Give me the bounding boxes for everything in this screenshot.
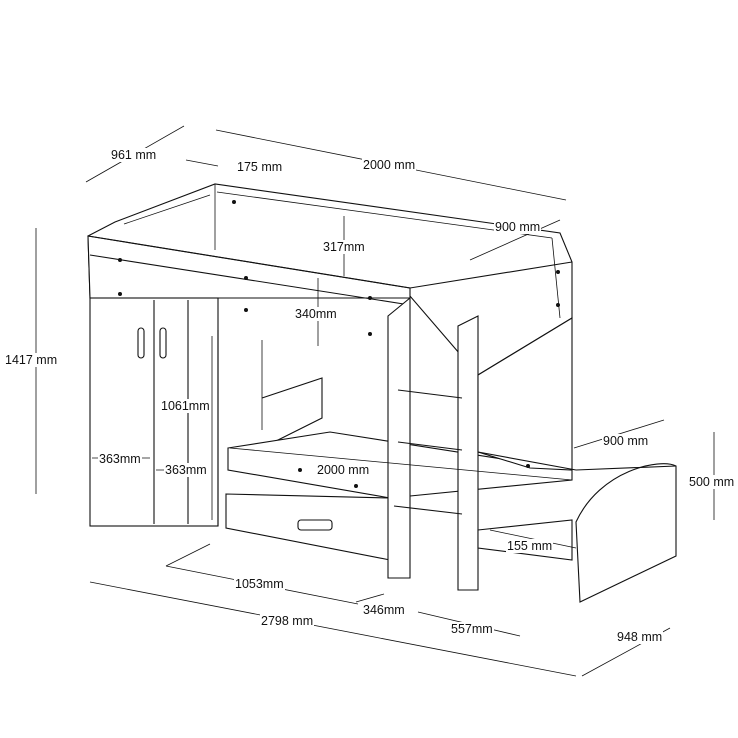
dim-total-depth: 948 mm (616, 630, 664, 644)
dim-total-height: 1417 mm (4, 353, 59, 367)
dim-total-length: 2798 mm (260, 614, 315, 628)
dim-wardrobe-left: 363mm (98, 452, 142, 466)
ladder (387, 296, 479, 591)
dim-ladder-gap: 557mm (450, 622, 494, 636)
right-end-and-trundle (477, 317, 677, 603)
dim-bed-width-top: 900 mm (494, 220, 542, 234)
dim-length-lower: 2000 mm (316, 463, 371, 477)
dim-trundle-width: 900 mm (602, 434, 650, 448)
dim-length-top: 2000 mm (362, 158, 417, 172)
dim-lower-bed-length: 1053mm (234, 577, 285, 591)
dim-trundle-gap: 155 mm (506, 539, 554, 553)
upper-bed-frame (87, 183, 573, 376)
dim-under-rail: 340mm (294, 307, 338, 321)
dim-wardrobe-right: 363mm (164, 463, 208, 477)
dim-offset-top: 175 mm (236, 160, 284, 174)
dim-depth-top: 961 mm (110, 148, 158, 162)
dim-rail-height: 317mm (322, 240, 366, 254)
dim-ladder-width: 346mm (362, 603, 406, 617)
dim-trundle-height: 500 mm (688, 475, 736, 489)
dim-lower-height: 1061mm (160, 399, 211, 413)
